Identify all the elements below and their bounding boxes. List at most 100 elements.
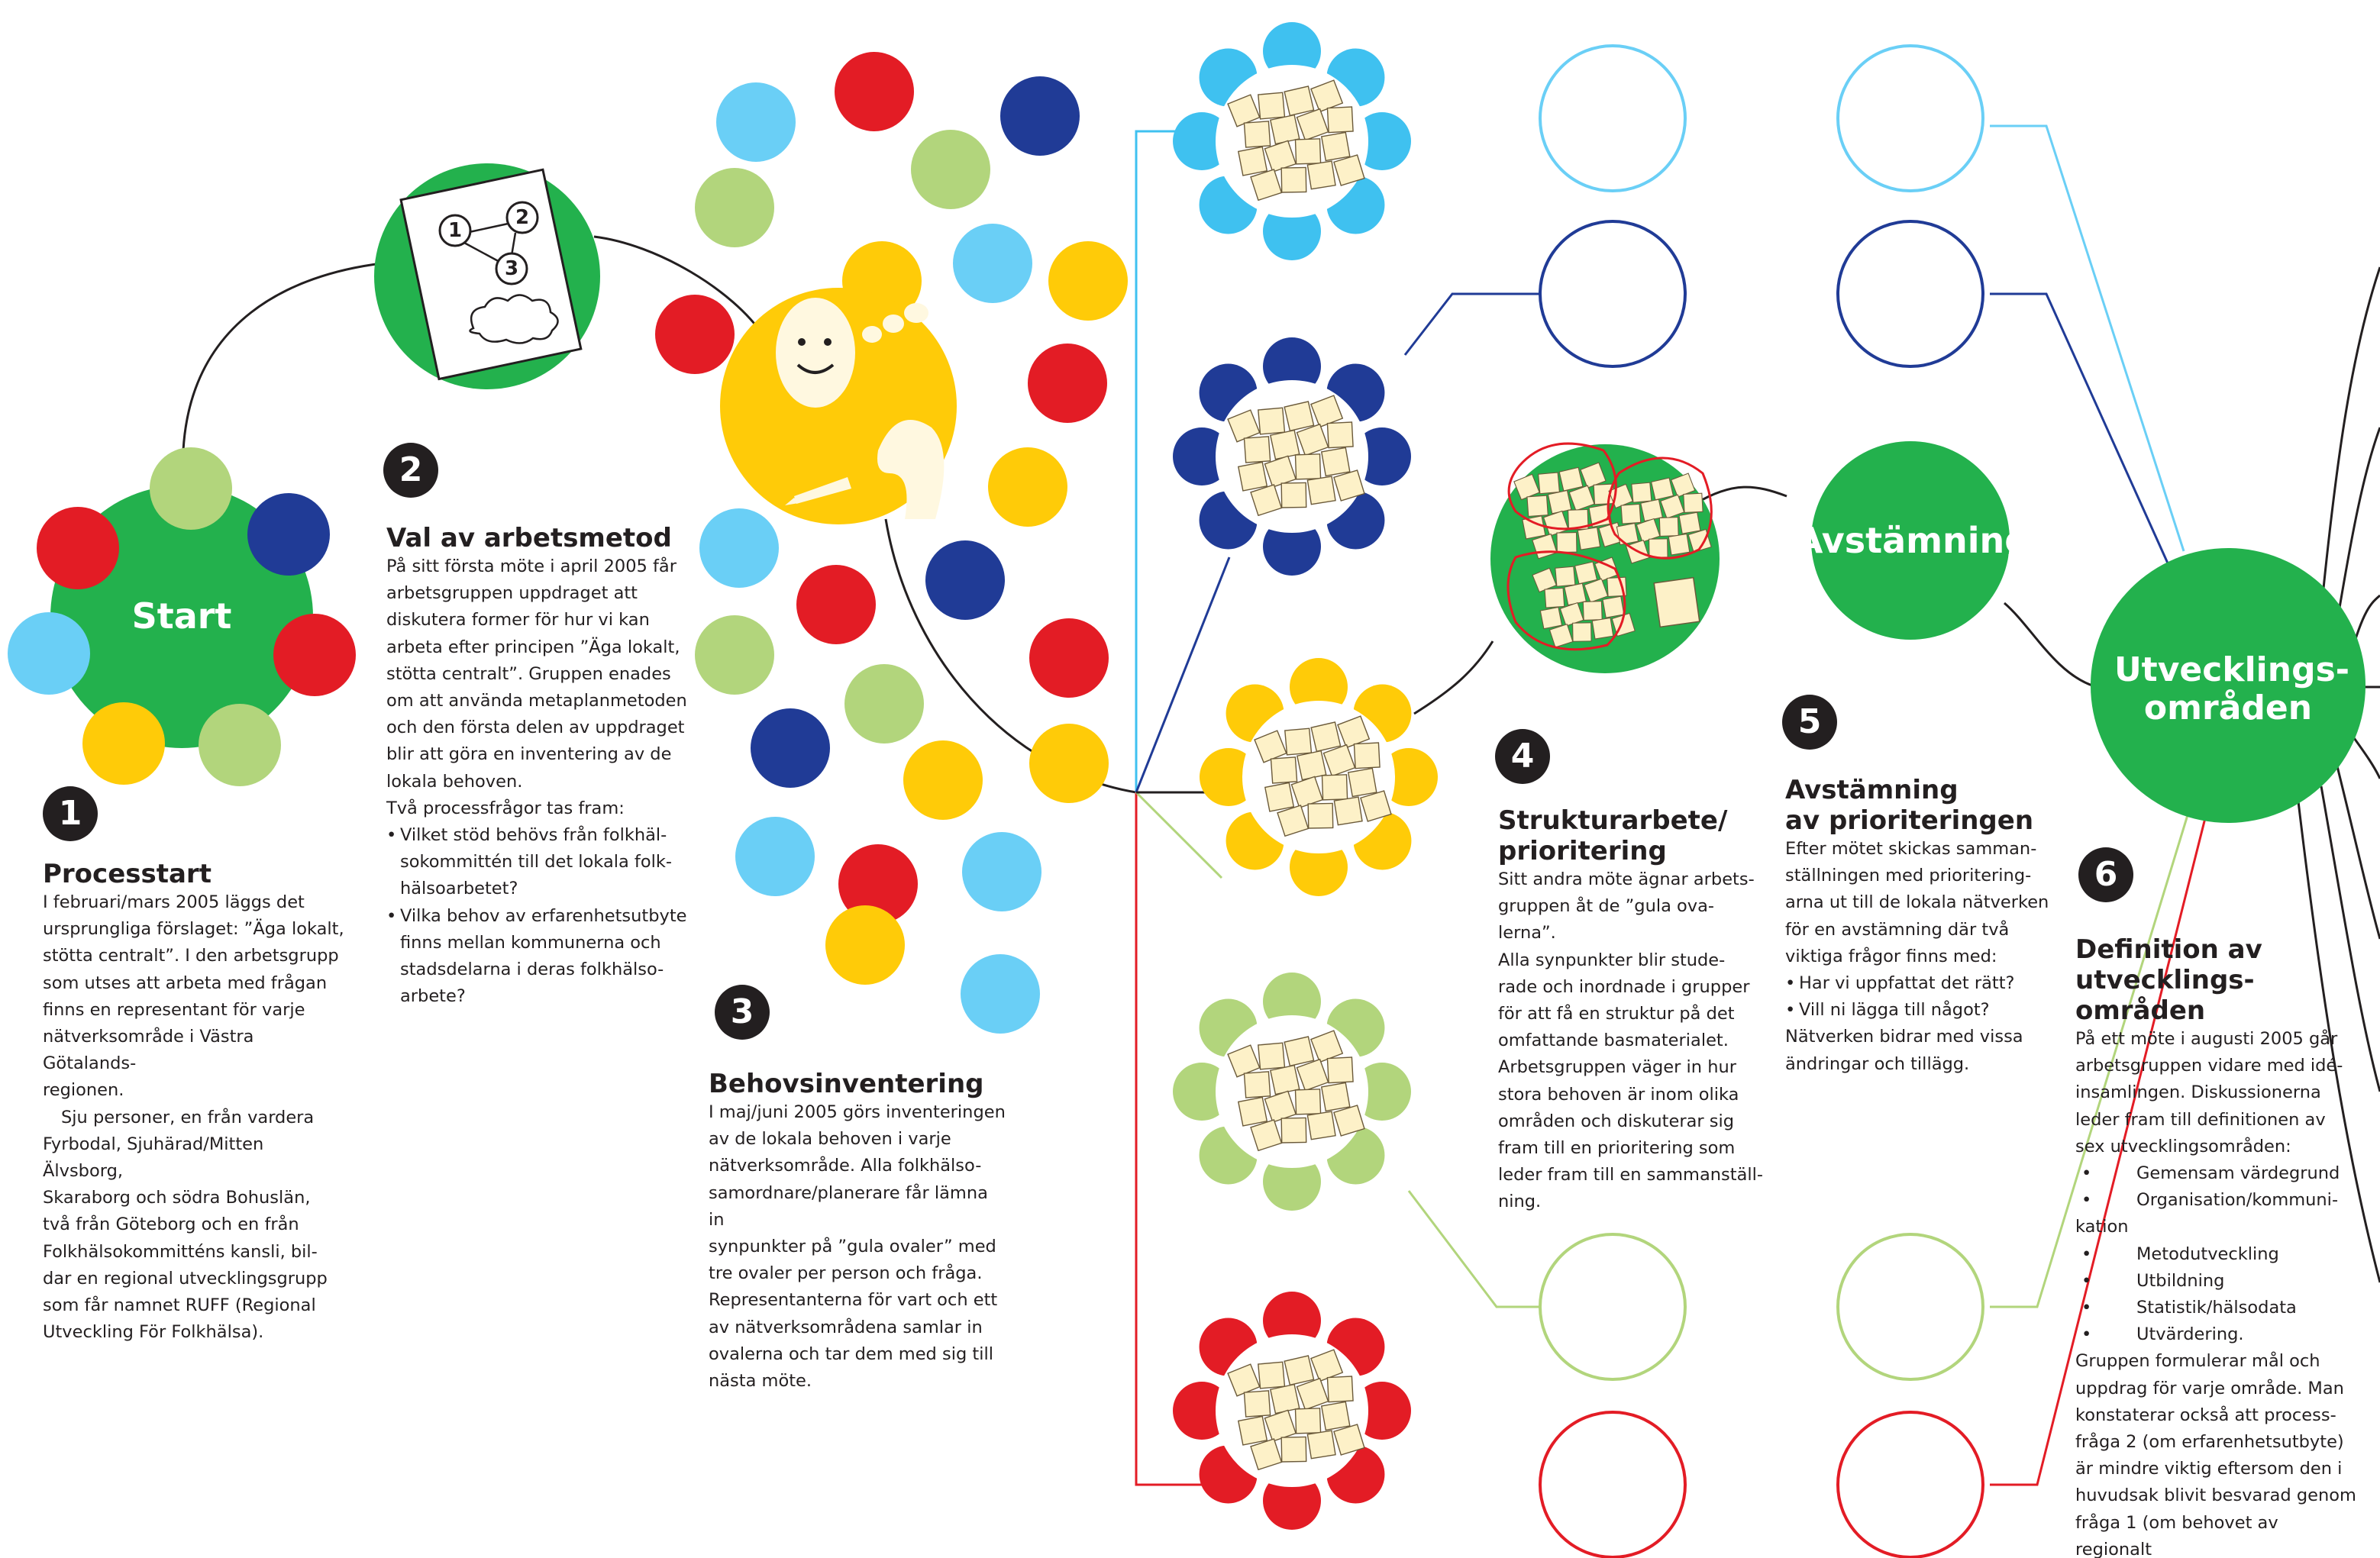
start-satellite-dot: [199, 704, 281, 786]
sticky-note: [1513, 473, 1540, 501]
utvecklingsomraden-label-line1: Utvecklings-: [2114, 650, 2349, 689]
colored-dot: [699, 508, 779, 588]
text-line: Fyrbodal, Sjuhärad/Mitten Älvsborg,: [43, 1134, 264, 1182]
text-line: för att få en struktur på det: [1498, 1004, 1735, 1024]
step-4-text: Strukturarbete/ prioritering Sitt andra …: [1498, 805, 1773, 1216]
text-line: Nätverken bidrar med vissa: [1785, 1027, 2023, 1047]
development-area-item: Organisation/kommuni-: [2075, 1187, 2358, 1214]
step-number-badge: 6: [2078, 847, 2133, 902]
text-line: blir att göra en inventering av de: [386, 744, 672, 765]
sticky-note: [1572, 622, 1592, 642]
step-number-badge: 3: [715, 985, 770, 1040]
flower-petal: [1353, 427, 1411, 485]
bullet-item: Har vi uppfattat det rätt?: [1785, 970, 2060, 997]
colored-dot: [825, 905, 905, 985]
sticky-note: [1243, 436, 1271, 463]
person-pencil: [794, 477, 851, 504]
thought-bubble-large: [904, 303, 928, 323]
sticky-note: [1277, 805, 1309, 837]
red-rings-to-areas: [1990, 805, 2210, 1486]
colored-dot: [961, 954, 1040, 1034]
colored-dot: [1048, 241, 1128, 321]
flower-petal: [1173, 1382, 1231, 1440]
sticky-note: [1333, 154, 1365, 186]
colored-dot: [796, 565, 876, 644]
sticky-note: [1321, 774, 1348, 801]
utvecklingsomraden-node: [2091, 548, 2365, 823]
area-ray-1: [2335, 427, 2380, 627]
pencil-tip: [785, 498, 799, 505]
bullet-line: stadsdelarna i deras folkhälso-: [400, 960, 664, 980]
sticky-note: [1678, 511, 1701, 534]
start-to-method-line: [182, 262, 383, 451]
colored-dot: [988, 447, 1067, 527]
empty-ring: [1539, 1411, 1687, 1558]
hub-navy-line: [1135, 556, 1231, 793]
text-line: lokala behoven.: [386, 771, 523, 792]
grouped-notes-icon: [1506, 442, 1713, 651]
sticky-note: [1353, 742, 1381, 769]
flower-petal: [1353, 1063, 1411, 1121]
sticky-note: [1237, 1096, 1268, 1127]
flower-petal: [1200, 748, 1258, 806]
plan-link-line: [510, 232, 517, 256]
flower-petal: [1173, 427, 1231, 485]
text-line: tre ovaler per person och fråga.: [709, 1263, 983, 1284]
sticky-note: [1237, 146, 1268, 176]
start-satellite-dot: [247, 493, 330, 576]
sticky-note: [1532, 567, 1557, 593]
colored-dot: [838, 844, 918, 924]
sticky-note: [1333, 796, 1363, 826]
text-line: ovalerna och tar dem med sig till: [709, 1343, 993, 1364]
text-line: samordnare/planerare får lämna in: [709, 1182, 988, 1230]
process-nodes: [8, 163, 2365, 823]
plan-link-line: [463, 241, 503, 265]
structure-to-avstamning-line: [1694, 485, 1787, 505]
thought-bubble-small: [862, 326, 882, 343]
sticky-note: [1310, 721, 1342, 753]
flower-petal: [1380, 748, 1438, 806]
bullet-line: sokommittén till det lokala folk-: [400, 852, 673, 873]
sticky-note: [1538, 472, 1560, 495]
text-line: På sitt första möte i april 2005 får: [386, 556, 677, 576]
sticky-note: [1544, 587, 1565, 608]
thinking-person-icon: [776, 298, 945, 519]
text-line: arna ut till de lokala nätverken: [1785, 892, 2049, 913]
text-line: uppdrag för varje område. Man: [2075, 1378, 2344, 1398]
flower-petal: [1263, 22, 1321, 80]
text-line: leder fram till definitionen av: [2075, 1109, 2326, 1130]
method-to-inventory-line: [593, 235, 765, 337]
network-flower: [1173, 973, 1411, 1211]
text-line: ursprungliga förslaget: ”Äga lokalt,: [43, 919, 344, 940]
text-line: huvudsak blivit besvarad genom: [2075, 1485, 2356, 1506]
sticky-note: [1683, 492, 1703, 514]
avstamning-node: [1811, 441, 2010, 640]
step-number-badge: 4: [1495, 729, 1550, 784]
text-line: Skaraborg och södra Bohuslän,: [43, 1188, 311, 1208]
sticky-note: [1306, 1111, 1336, 1140]
sticky-note: [1347, 767, 1377, 798]
sticky-note: [1227, 1044, 1261, 1078]
utvecklingsomraden-label-line2: områden: [2144, 689, 2312, 727]
text-line: synpunkter på ”gula ovaler” med: [709, 1237, 996, 1257]
sticky-note: [1660, 494, 1685, 519]
thought-bubble-mid: [883, 315, 904, 333]
sticky-note: [1237, 1415, 1268, 1446]
bullet-line: hälsoarbetet?: [400, 879, 518, 899]
sticky-note: [1258, 1042, 1286, 1070]
development-area-item: Statistik/hälsodata: [2075, 1295, 2358, 1321]
sticky-notes: [1227, 79, 1365, 202]
sticky-note: [1653, 576, 1700, 628]
text-line: fråga 2 (om erfarenhetsutbyte): [2075, 1432, 2344, 1453]
colored-dot: [925, 540, 1005, 620]
sticky-note: [1270, 756, 1298, 784]
text-line: stora behoven är inom olika: [1498, 1084, 1739, 1105]
sticky-note: [1631, 482, 1652, 503]
sticky-note: [1294, 1089, 1322, 1115]
sticky-note: [1296, 108, 1329, 141]
development-area-item: Metodutveckling: [2075, 1241, 2358, 1268]
group-outline: [1506, 550, 1626, 651]
